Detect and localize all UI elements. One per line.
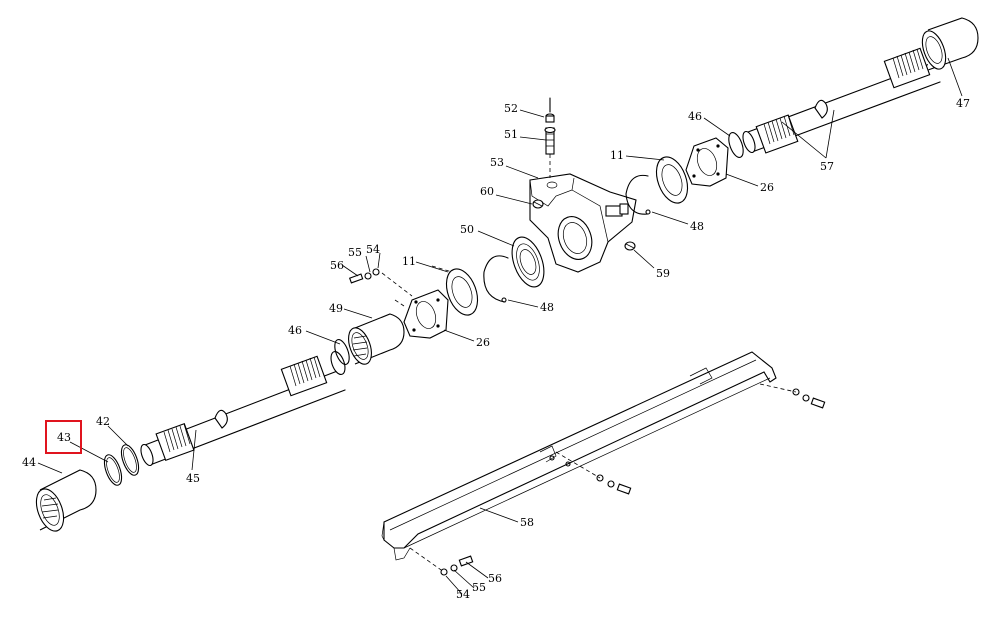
callout-50: 50 bbox=[460, 223, 474, 236]
callout-56-top: 56 bbox=[330, 259, 344, 272]
shaft-guard-channel[interactable] bbox=[381, 351, 777, 561]
callout-54-bottom: 54 bbox=[456, 588, 470, 601]
callout-48-right: 48 bbox=[690, 220, 704, 233]
right-seal-part[interactable] bbox=[651, 153, 694, 208]
callout-43: 43 bbox=[57, 431, 71, 444]
bolt-set-upper-left[interactable] bbox=[348, 268, 380, 284]
right-splined-shaft[interactable] bbox=[741, 47, 941, 154]
callout-49: 49 bbox=[329, 302, 343, 315]
left-snap-ring-part[interactable] bbox=[332, 338, 352, 367]
left-seal-part[interactable] bbox=[441, 265, 484, 320]
callout-46-right: 46 bbox=[688, 110, 702, 123]
grease-fitting-part[interactable] bbox=[545, 97, 555, 123]
callout-46-left: 46 bbox=[288, 324, 302, 337]
retaining-ring-part[interactable] bbox=[118, 443, 142, 478]
highlight-box bbox=[45, 420, 82, 454]
snap-ring-part[interactable] bbox=[101, 453, 125, 488]
leader-lines bbox=[37, 57, 963, 595]
bolt-set-guard-right[interactable] bbox=[792, 388, 826, 409]
callout-57: 57 bbox=[820, 160, 834, 173]
set-screw-part[interactable] bbox=[532, 199, 544, 209]
top-bolt-part[interactable] bbox=[544, 126, 556, 155]
callout-47: 47 bbox=[956, 97, 970, 110]
callout-53: 53 bbox=[490, 156, 504, 169]
plug-part[interactable] bbox=[624, 241, 636, 251]
callout-44: 44 bbox=[22, 456, 36, 469]
callout-52: 52 bbox=[504, 102, 518, 115]
left-splined-shaft[interactable] bbox=[139, 350, 348, 467]
assembly-center-lines bbox=[381, 154, 797, 573]
center-bearing-housing[interactable] bbox=[529, 173, 637, 273]
left-flange-plate[interactable] bbox=[403, 289, 449, 339]
callout-26-left: 26 bbox=[476, 336, 490, 349]
callout-54-top: 54 bbox=[366, 243, 380, 256]
callout-48-left: 48 bbox=[540, 301, 554, 314]
callout-56-bottom: 56 bbox=[488, 572, 502, 585]
right-retaining-ring-part[interactable] bbox=[625, 174, 651, 215]
callout-26-right: 26 bbox=[760, 181, 774, 194]
callout-55-top: 55 bbox=[348, 246, 362, 259]
left-retaining-ring-part[interactable] bbox=[483, 255, 509, 303]
callout-11-left: 11 bbox=[402, 255, 416, 268]
bearing-part[interactable] bbox=[506, 233, 550, 291]
coupler-sleeve-part[interactable] bbox=[31, 469, 97, 535]
callout-42: 42 bbox=[96, 415, 110, 428]
callout-55-bottom: 55 bbox=[472, 581, 486, 594]
callout-60: 60 bbox=[480, 185, 494, 198]
callout-58: 58 bbox=[520, 516, 534, 529]
callout-labels: 44 43 42 45 46 49 26 11 56 55 54 50 48 6… bbox=[22, 97, 970, 601]
callout-51: 51 bbox=[504, 128, 518, 141]
callout-11-right: 11 bbox=[610, 149, 624, 162]
bolt-set-guard-bottom[interactable] bbox=[440, 555, 474, 576]
callout-59: 59 bbox=[656, 267, 670, 280]
right-flange-plate[interactable] bbox=[685, 137, 729, 187]
bolt-set-guard-middle[interactable] bbox=[596, 474, 632, 495]
callout-45: 45 bbox=[186, 472, 200, 485]
bearing-coupler-part[interactable] bbox=[344, 313, 405, 367]
right-coupler-sleeve[interactable] bbox=[918, 17, 979, 72]
right-snap-ring-part[interactable] bbox=[726, 131, 746, 160]
